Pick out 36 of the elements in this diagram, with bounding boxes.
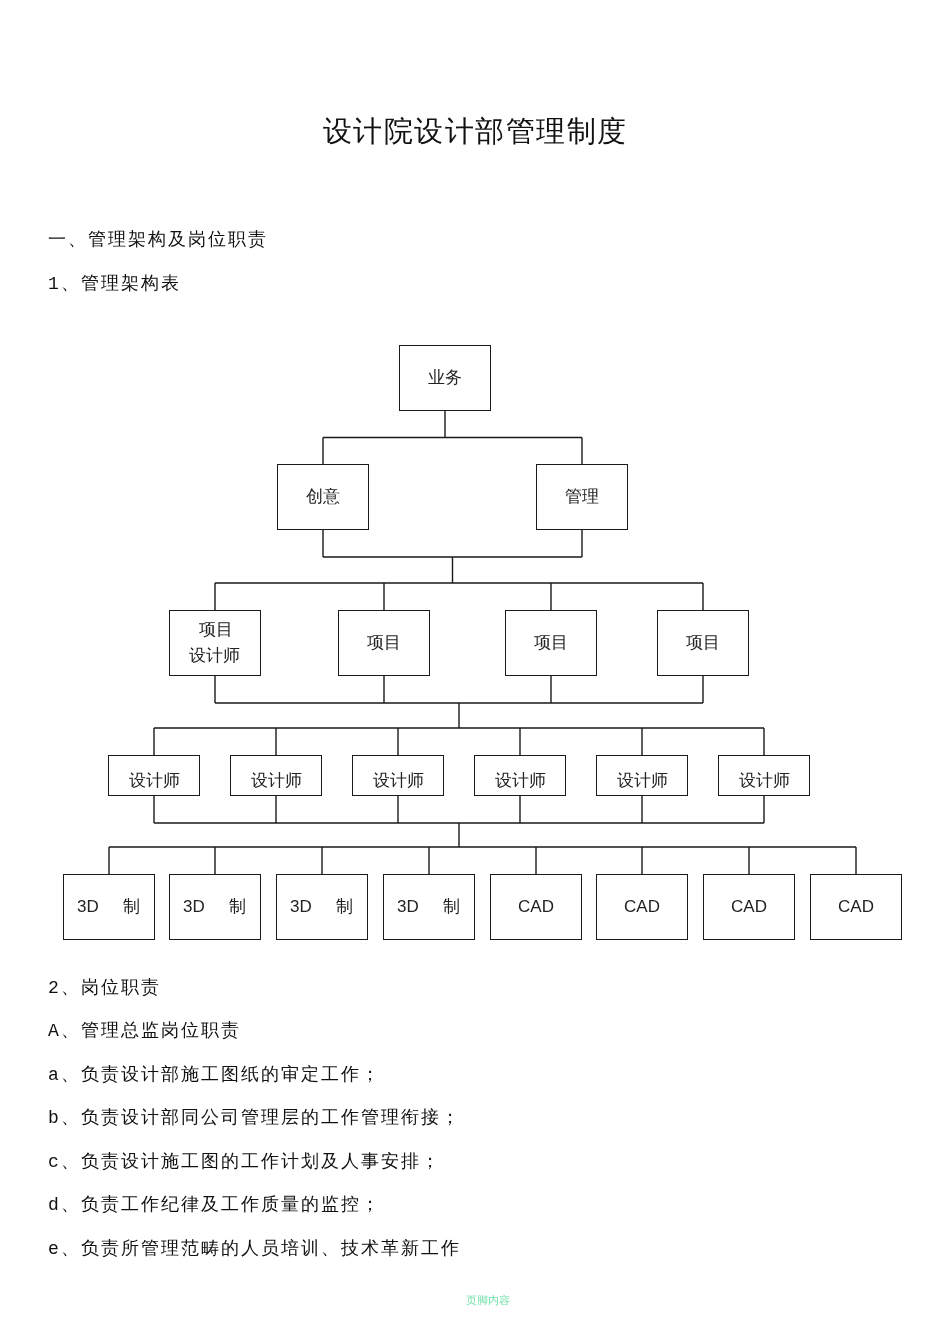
connector-line — [322, 410, 583, 465]
org-box: 设计师 — [108, 755, 200, 796]
page-footer: 页脚内容 — [466, 1293, 510, 1307]
page-title: 设计院设计部管理制度 — [322, 114, 628, 148]
org-box: 项目 — [505, 610, 597, 676]
org-box: 创意 — [277, 464, 369, 530]
org-box: 3D 制 — [63, 874, 155, 940]
subsection-heading: A、管理总监岗位职责 — [48, 1020, 241, 1042]
org-box: 项目设计师 — [169, 610, 261, 676]
org-box: CAD — [703, 874, 795, 940]
org-box: 3D 制 — [169, 874, 261, 940]
duty-item: b、负责设计部同公司管理层的工作管理衔接； — [48, 1107, 461, 1129]
connector-line — [153, 675, 765, 756]
org-box: CAD — [490, 874, 582, 940]
org-box: 3D 制 — [276, 874, 368, 940]
duty-item: c、负责设计施工图的工作计划及人事安排； — [48, 1151, 441, 1173]
connector-line — [214, 529, 704, 611]
subsection-heading: 2、岗位职责 — [48, 977, 161, 999]
org-box: 3D 制 — [383, 874, 475, 940]
org-box: 项目 — [657, 610, 749, 676]
duty-item: d、负责工作纪律及工作质量的监控； — [48, 1194, 381, 1216]
duty-item: a、负责设计部施工图纸的审定工作； — [48, 1064, 381, 1086]
org-box: CAD — [596, 874, 688, 940]
connector-line — [108, 795, 857, 875]
section-heading: 一、管理架构及岗位职责 — [48, 229, 268, 251]
org-box: 设计师 — [596, 755, 688, 796]
org-box: CAD — [810, 874, 902, 940]
org-box: 管理 — [536, 464, 628, 530]
org-box: 项目 — [338, 610, 430, 676]
org-box: 设计师 — [352, 755, 444, 796]
org-box: 业务 — [399, 345, 491, 411]
subsection-heading: 1、管理架构表 — [48, 273, 181, 295]
org-box: 设计师 — [230, 755, 322, 796]
org-box: 设计师 — [474, 755, 566, 796]
duty-item: e、负责所管理范畴的人员培训、技术革新工作 — [48, 1238, 461, 1260]
org-box: 设计师 — [718, 755, 810, 796]
